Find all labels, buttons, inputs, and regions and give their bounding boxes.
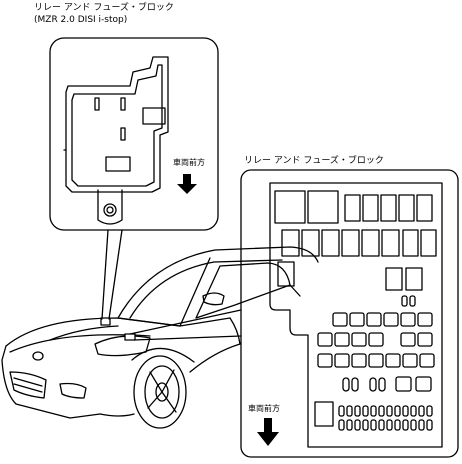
detail-sq-fuse-6	[417, 312, 433, 327]
detail-sq-fuse-4	[383, 312, 399, 327]
down-arrow-icon	[177, 174, 197, 194]
inset-bolt	[103, 203, 117, 217]
detail-sq-fuse-2	[349, 312, 365, 327]
leader-line-inset-2	[108, 229, 123, 320]
detail-fuse-r2-5	[361, 229, 380, 257]
detail-sq-fuse-8	[334, 332, 350, 347]
inset-fuse-2	[120, 97, 126, 111]
front-direction-label-inset: 車両前方	[173, 158, 205, 167]
detail-sq-fuse-21	[415, 376, 432, 392]
leader-line-detail-1	[129, 309, 242, 335]
detail-fuse-r2-4	[341, 229, 360, 257]
detail-sq-fuse-16	[368, 353, 384, 368]
detail-oval-fuse-2	[351, 377, 359, 392]
detail-fuse-r3-2	[405, 267, 423, 291]
detail-sq-fuse-3	[366, 312, 382, 327]
detail-sq-fuse-7	[317, 332, 333, 347]
detail-relay-large-1	[274, 190, 306, 224]
detail-relay-bottom	[314, 401, 334, 427]
detail-frame	[240, 169, 459, 458]
detail-oval-fuse-1	[342, 377, 350, 392]
detail-sq-fuse-17	[385, 353, 401, 368]
detail-fuse-block-outline	[269, 182, 443, 448]
detail-fuse-r1-1	[344, 194, 361, 222]
inset-relay-1	[142, 107, 166, 125]
inset-bolt-hole	[106, 206, 114, 214]
detail-fuse-r2-6	[381, 229, 400, 257]
detail-fuse-r3-1	[385, 267, 403, 291]
detail-fuse-r1-2	[362, 194, 379, 222]
detail-sq-fuse-10	[368, 332, 384, 347]
detail-fuse-r2-1	[281, 229, 300, 257]
detail-relay-large-2	[307, 190, 339, 224]
detail-sq-fuse-5	[400, 312, 416, 327]
detail-fuse-r1-5	[416, 194, 433, 222]
detail-fuse-r1-4	[398, 194, 415, 222]
inset-fuse-1	[94, 97, 100, 111]
detail-sq-fuse-13	[317, 353, 333, 368]
detail-mini-fuse-grid	[338, 405, 433, 431]
detail-sq-fuse-18	[402, 353, 418, 368]
detail-sq-fuse-15	[351, 353, 367, 368]
detail-fuse-r1-3	[380, 194, 397, 222]
detail-fuse-r2-3	[321, 229, 340, 257]
inset-mount-tab	[97, 189, 123, 225]
detail-sq-fuse-11	[400, 332, 416, 347]
detail-sq-fuse-19	[419, 353, 435, 368]
front-direction-label-detail: 車両前方	[248, 404, 280, 413]
detail-fuse-r2-8	[420, 229, 437, 257]
detail-sq-fuse-14	[334, 353, 350, 368]
car-fuse-block-location	[100, 317, 111, 326]
detail-title: リレー アンド フューズ・ブロック	[244, 156, 384, 166]
detail-sq-fuse-12	[417, 332, 433, 347]
inset-title-line1: リレー アンド フューズ・ブロック	[34, 3, 174, 13]
down-arrow-icon	[257, 418, 279, 446]
detail-oval-fuse-4	[378, 377, 386, 392]
inset-fuse-block-body	[65, 56, 169, 193]
leader-line-inset-1	[101, 229, 109, 320]
detail-sq-fuse-9	[351, 332, 367, 347]
inset-fuse-3	[120, 127, 126, 141]
detail-sq-fuse-1	[332, 312, 348, 327]
inset-relay-2	[105, 156, 131, 172]
inset-title-line2: (MZR 2.0 DISI i-stop)	[34, 15, 128, 25]
detail-fuse-r2-7	[402, 229, 419, 257]
detail-fuse-r2-2	[301, 229, 320, 257]
car-illustration	[1, 246, 319, 429]
inset-frame	[49, 37, 219, 231]
detail-oval-fuse-3	[369, 377, 377, 392]
inset-fuse-block-inner	[71, 64, 163, 187]
car-fuse-block-detail-location	[124, 333, 136, 341]
detail-mini-fuse-2	[409, 295, 416, 307]
detail-sq-fuse-20	[395, 376, 412, 392]
detail-mini-fuse-1	[401, 295, 408, 307]
leader-line-detail-2	[133, 335, 242, 341]
